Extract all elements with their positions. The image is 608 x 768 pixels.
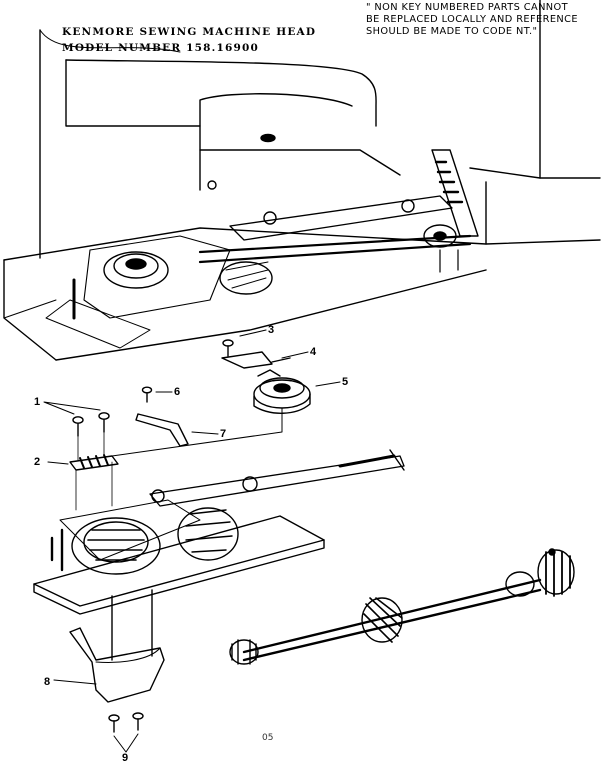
diagram-title: KENMORE SEWING MACHINE HEAD bbox=[62, 26, 317, 38]
note-line-2: BE REPLACED LOCALLY AND REFERENCE bbox=[366, 14, 578, 25]
part-3-screw bbox=[222, 329, 267, 357]
page-number: 05 bbox=[262, 733, 274, 743]
callout-3: 3 bbox=[268, 324, 275, 336]
callout-4: 4 bbox=[310, 346, 317, 358]
callout-6: 6 bbox=[174, 386, 181, 398]
part-8-guard bbox=[53, 627, 165, 703]
callout-7: 7 bbox=[220, 428, 227, 440]
machine-head-outline bbox=[39, 0, 601, 259]
callout-2: 2 bbox=[34, 456, 41, 468]
callout-1: 1 bbox=[34, 396, 41, 408]
part-5-hook bbox=[111, 369, 341, 457]
callout-9: 9 bbox=[122, 752, 129, 764]
base-plate bbox=[3, 227, 487, 361]
lower-drive-shaft bbox=[229, 548, 575, 665]
model-number: MODEL NUMBER 158.16900 bbox=[62, 42, 260, 54]
part-1-screws bbox=[43, 401, 110, 461]
part-6-screw bbox=[141, 386, 173, 403]
note-line-3: SHOULD BE MADE TO CODE NT." bbox=[366, 26, 538, 37]
callout-8: 8 bbox=[44, 676, 51, 688]
callout-5: 5 bbox=[342, 376, 349, 388]
lower-hook-assembly bbox=[33, 449, 405, 661]
part-9-screws bbox=[108, 712, 144, 753]
part-2-feed-plate bbox=[47, 454, 119, 511]
note-line-1: " NON KEY NUMBERED PARTS CANNOT bbox=[366, 2, 569, 13]
upper-hook-assembly bbox=[45, 149, 479, 349]
part-7-spring bbox=[135, 413, 219, 447]
part-4-bracket bbox=[221, 351, 309, 369]
